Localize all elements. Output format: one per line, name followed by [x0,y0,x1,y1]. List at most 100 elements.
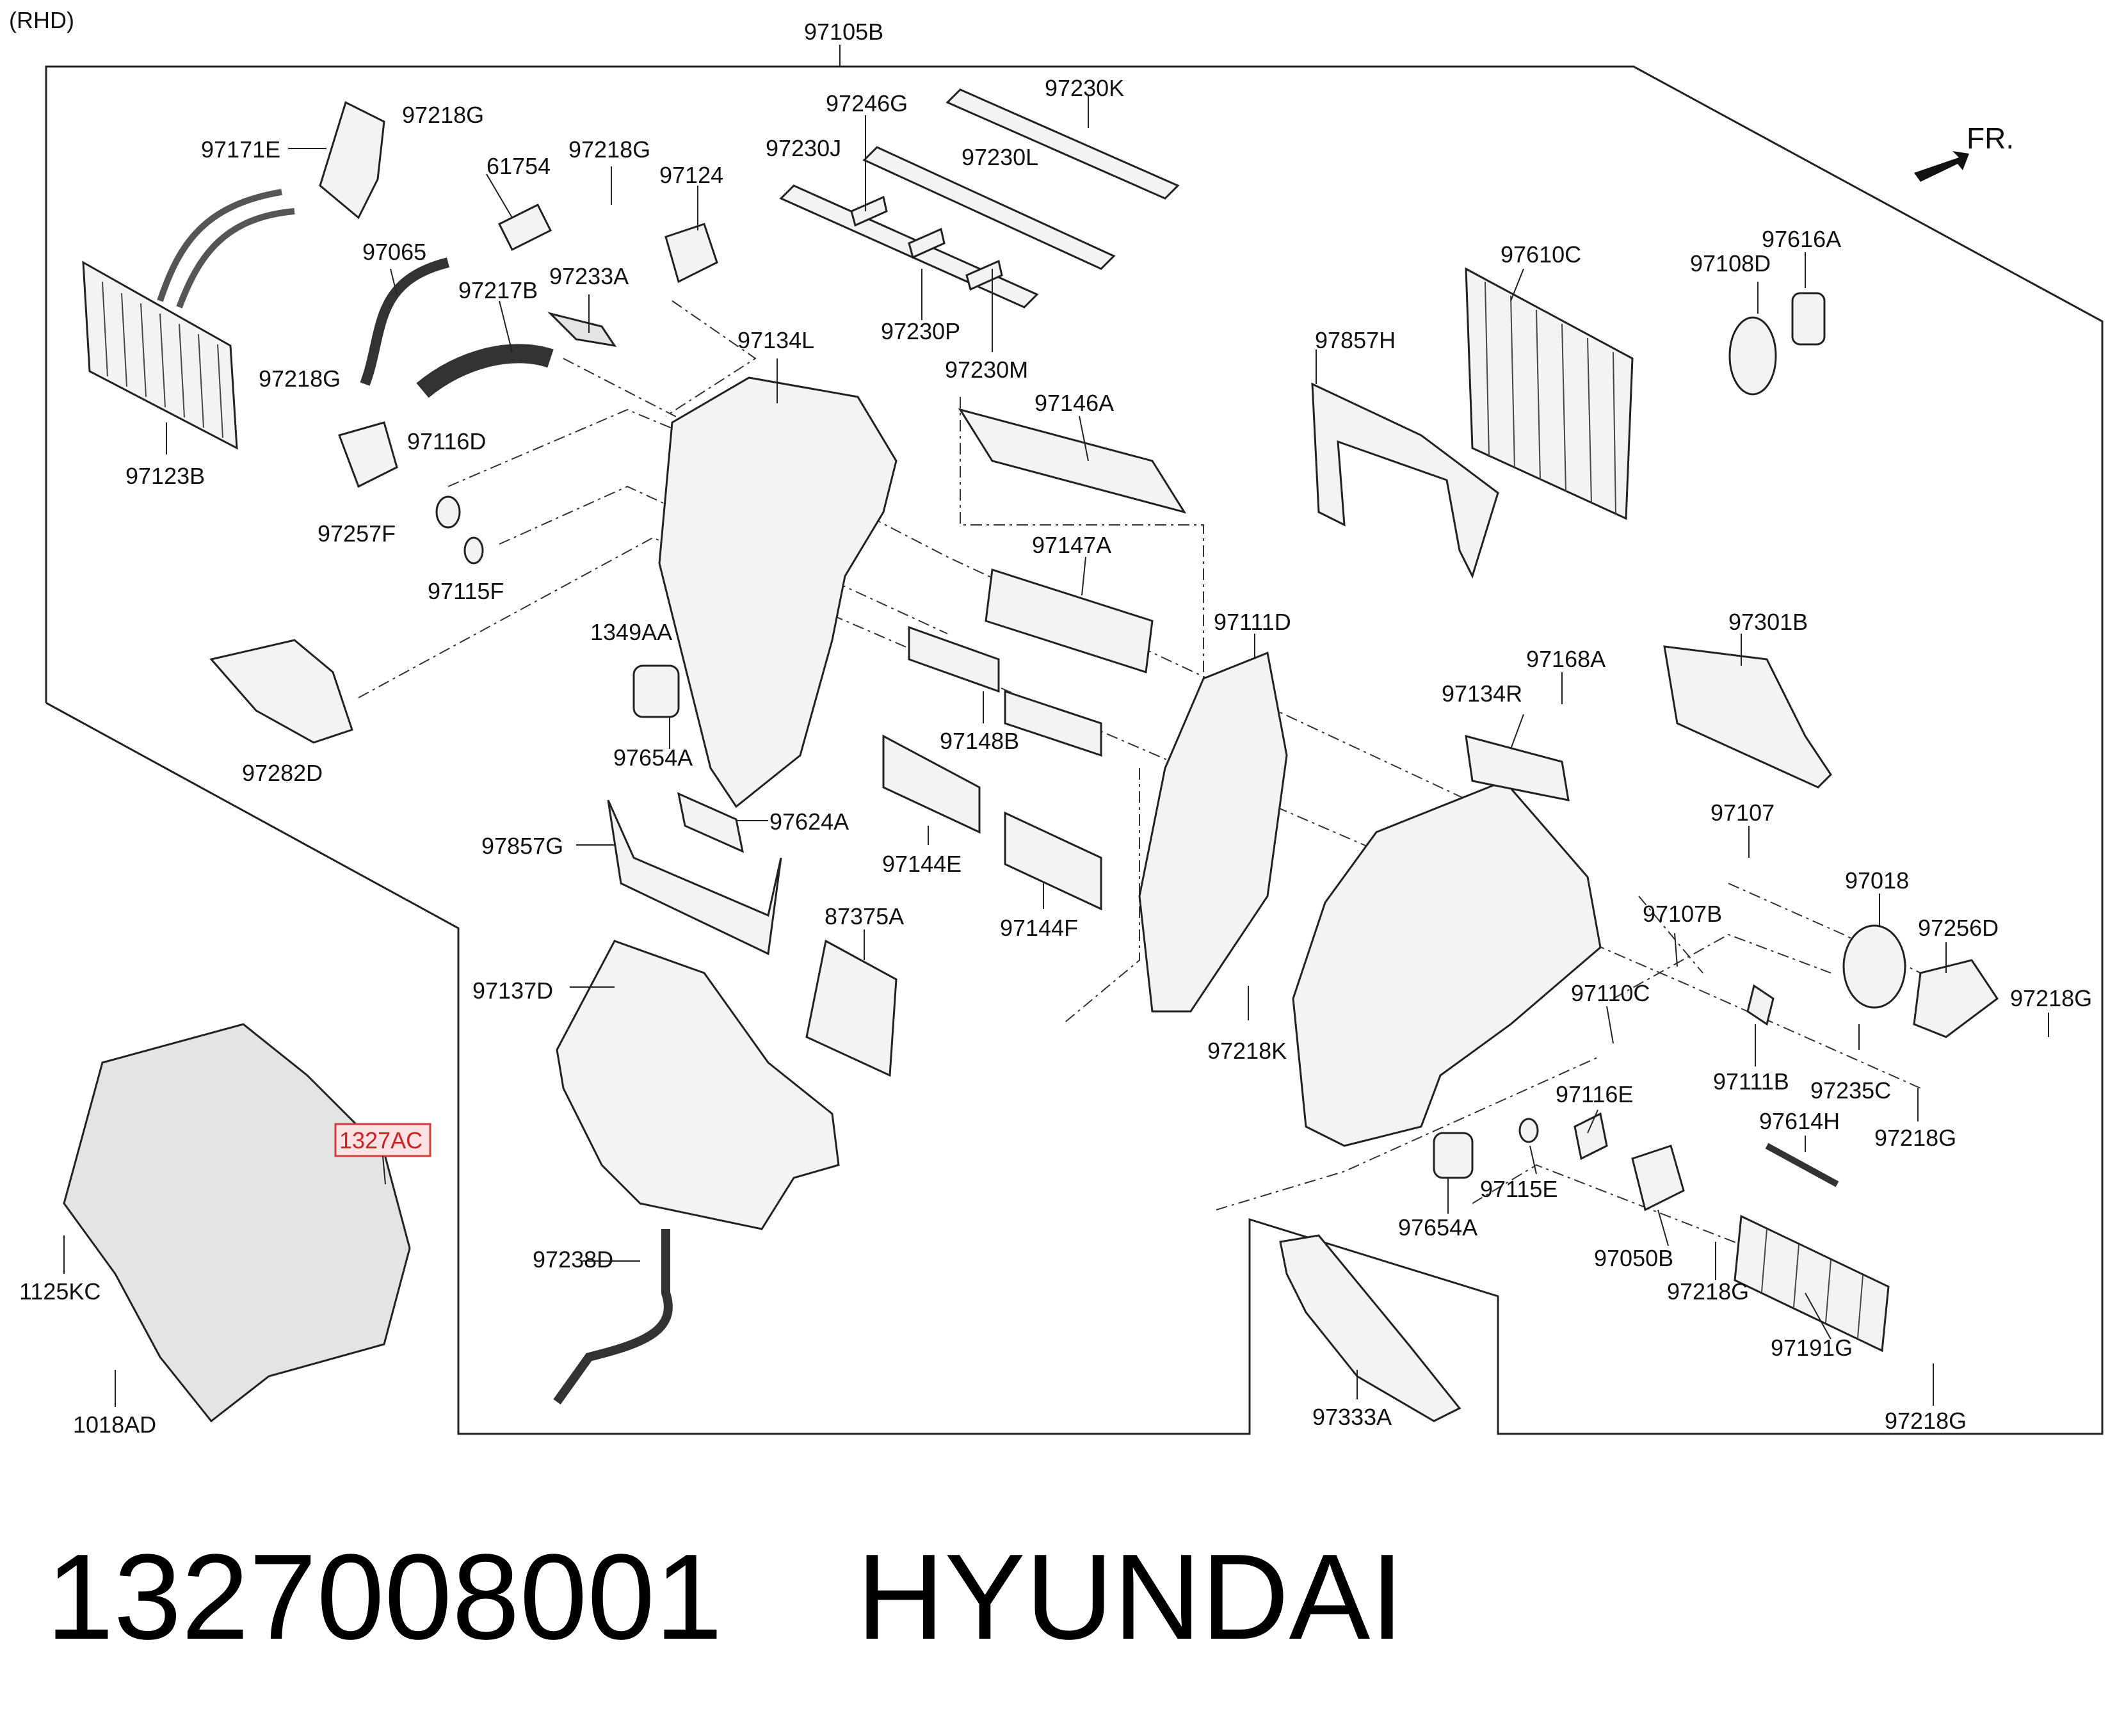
lower-case-97137D-part [556,940,840,1230]
part-label-97230K: 97230K [1045,75,1124,101]
part-label-1125KC: 1125KC [19,1278,101,1305]
footer-brand: HYUNDAI [857,1529,1404,1665]
part-label-97018: 97018 [1845,867,1909,894]
part-label-97107: 97107 [1711,800,1775,826]
clip-97115F-part [463,536,484,565]
part-label-97857H: 97857H [1315,327,1396,353]
front-direction-arrow-icon [1914,151,1969,182]
clip-97116E-part [1574,1112,1608,1161]
assembled-unit-part [63,1023,411,1423]
lever-97111B-part [1746,984,1775,1026]
part-label-97191G: 97191G [1771,1335,1853,1361]
part-label-97218G-b: 97218G [568,136,650,163]
clip-97116D-part [435,495,461,529]
part-label-97218G-d: 97218G [2010,985,2092,1011]
part-label-61754: 61754 [487,153,551,179]
part-label-97116E: 97116E [1556,1081,1633,1107]
part-label-97123B: 97123B [125,463,205,489]
fan-97018-part [1842,924,1906,1009]
seal-97857H-part [1311,382,1499,579]
actuator-97257F-part [338,421,398,488]
actuator-97256D-part [1913,959,1999,1038]
door-97147A-part [985,568,1154,673]
part-label-97246G: 97246G [826,90,908,117]
part-label-97857G: 97857G [481,833,563,859]
heater-core-part [82,189,295,450]
grommet-97108D-part [1728,316,1777,396]
case-97111D-part [1138,651,1288,1013]
evaporator-97610C-part [1465,267,1634,520]
sensor-61754-part [497,203,552,252]
part-label-1327AC: 1327AC [339,1127,423,1153]
part-label-97147A: 97147A [1032,532,1111,558]
part-label-97616A: 97616A [1762,226,1841,252]
part-label-97257F: 97257F [318,520,396,547]
door-97144E-part [882,734,981,834]
drain-hose-97238D-part [553,1229,673,1405]
cap-97616A-part [1791,292,1826,346]
part-label-97218K: 97218K [1207,1038,1287,1064]
part-label-97110C: 97110C [1571,980,1650,1006]
clip-97115E-part [1518,1118,1539,1143]
part-label-97233A: 97233A [549,263,629,289]
part-label-97065: 97065 [362,239,426,265]
filter-87375A-part [805,939,898,1077]
part-label-97108D: 97108D [1690,250,1771,277]
door-97148B-part [908,625,1102,757]
part-label-97050B: 97050B [1594,1245,1673,1271]
part-label-97107B: 97107B [1643,901,1722,927]
part-label-97144E: 97144E [882,851,962,877]
part-label-97654A-a: 97654A [613,744,693,771]
duct-97333A-part [1279,1234,1461,1422]
hose-97217B-part [416,344,554,398]
seal-97857G-part [607,800,782,956]
actuator-97171E-part [319,100,385,220]
front-direction-label: FR. [1967,122,2014,155]
gasket-97654A-part [632,664,680,718]
actuator-97050B-part [1631,1145,1685,1212]
part-label-97124: 97124 [659,162,723,188]
part-label-1349AA: 1349AA [590,619,672,645]
highlight-box-1327AC [334,1123,431,1157]
actuator-97124-part [664,223,718,284]
part-label-87375A: 87375A [825,903,904,929]
part-label-97134R: 97134R [1442,680,1522,707]
part-label-97218G-a: 97218G [402,102,484,128]
part-label-97238D: 97238D [533,1246,613,1273]
part-label-97218G-g: 97218G [1885,1408,1967,1434]
rhd-label: (RHD) [9,7,74,33]
case-right-97134R-part [1292,780,1602,1147]
ptc-heater-97191G-part [1734,1214,1890,1353]
part-label-97230M: 97230M [945,357,1028,383]
bracket-97233A-part [547,312,617,348]
hose-97065-part [360,257,449,386]
leader-lines [63,96,2049,1407]
part-label-97134L: 97134L [737,327,814,353]
part-label-97256D: 97256D [1918,915,1999,941]
part-label-97230J: 97230J [766,135,841,161]
seal-strips-part [779,88,1180,309]
part-label-97218G-e: 97218G [1874,1125,1956,1151]
sensor-97614H-part [1765,1143,1839,1187]
part-label-97333A: 97333A [1312,1404,1392,1430]
gasket-97654A-lower-part [1433,1132,1474,1179]
part-label-97168A: 97168A [1526,646,1606,672]
part-label-1018AD: 1018AD [73,1411,156,1438]
part-label-97230P: 97230P [881,318,960,344]
assembly-number: 97105B [804,19,883,45]
part-label-97654A-b: 97654A [1398,1214,1477,1241]
part-label-97610C: 97610C [1501,241,1581,268]
part-label-97115E: 97115E [1480,1176,1558,1202]
part-label-97111D: 97111D [1214,609,1291,635]
door-97144F-part [1004,811,1102,911]
part-label-97137D: 97137D [472,977,553,1004]
part-label-97230L: 97230L [962,144,1038,170]
case-left-97134L-part [658,376,898,808]
plate-97301B-part [1663,645,1832,789]
part-label-97111B: 97111B [1713,1068,1789,1095]
part-label-97146A: 97146A [1034,390,1114,416]
footer-part-number: 1327008001 [46,1529,723,1665]
duct-97282D-part [209,639,353,744]
part-label-97171E: 97171E [201,136,280,163]
